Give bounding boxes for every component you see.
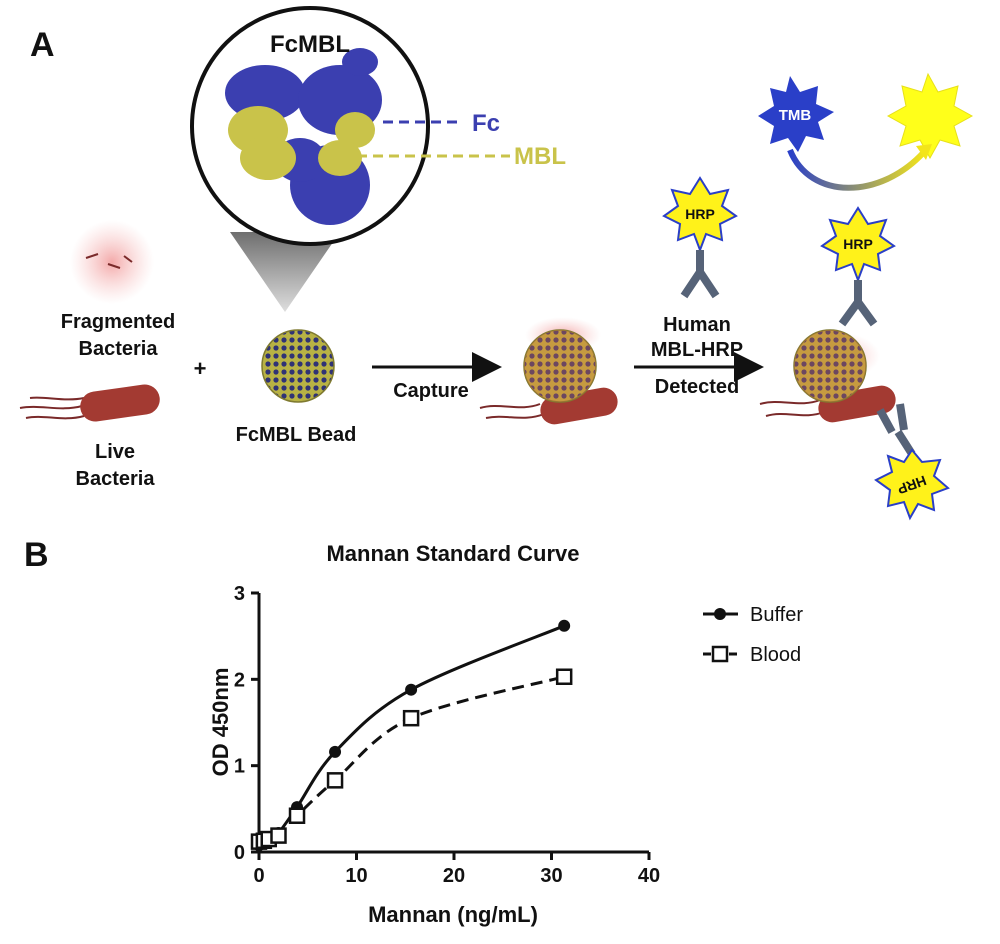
live-bacteria-graphic: [19, 384, 160, 422]
free-hrp-antibody: HRP: [662, 176, 738, 299]
tmb-arrow: [787, 148, 927, 191]
buffer-point: [329, 745, 342, 758]
buffer-point: [558, 619, 571, 632]
blood-point: [555, 668, 573, 685]
fragmented-bacteria-label-1: Fragmented: [61, 311, 175, 333]
x-ticks: 0 10 20 30 40: [253, 852, 660, 887]
legend-marker-blood: [711, 645, 729, 663]
x-tick-label: 0: [253, 865, 264, 887]
detect-label-1: Human: [663, 314, 731, 336]
legend-label-blood: Blood: [750, 644, 801, 666]
detect-label-2: MBL-HRP: [651, 339, 743, 361]
bead-label: FcMBL Bead: [236, 424, 357, 446]
y-tick-label: 0: [234, 842, 245, 864]
live-bacteria-label-2: Bacteria: [76, 468, 156, 490]
y-tick-label: 3: [234, 583, 245, 605]
fc-label: Fc: [472, 110, 500, 137]
y-tick-label: 1: [234, 756, 245, 778]
oxidized-tmb-star: [886, 72, 974, 160]
capture-label: Capture: [393, 380, 469, 402]
zoom-cone: [230, 232, 340, 312]
tmb-reaction: TMB: [758, 72, 974, 191]
x-tick-label: 20: [443, 865, 465, 887]
fragmented-bacteria-label-2: Bacteria: [79, 338, 159, 360]
y-axis-label: OD 450nm: [208, 668, 233, 777]
inset-title: FcMBL: [270, 31, 350, 58]
detected-label: Detected: [655, 376, 739, 398]
y-tick-label: 2: [234, 669, 245, 691]
chart-title: Mannan Standard Curve: [326, 541, 579, 566]
x-tick-label: 30: [540, 865, 562, 887]
panel-a-letter: A: [30, 26, 55, 64]
mbl-domain: [228, 106, 375, 180]
blood-point: [288, 807, 306, 824]
bound-hrp-text-1: HRP: [843, 236, 873, 252]
free-hrp-text: HRP: [685, 206, 715, 222]
fcmbl-bead: [261, 329, 335, 403]
tmb-star: [758, 76, 834, 152]
mbl-label: MBL: [514, 143, 566, 170]
detected-complex: HRP HRP: [759, 206, 950, 521]
tmb-text: TMB: [779, 107, 812, 124]
panel-b-letter: B: [24, 536, 49, 574]
chart: 0 10 20 30 40 0 1 2 3 Mannan (ng/mL) OD 450nm: [208, 583, 660, 927]
fragmented-bacteria-graphic: [70, 220, 154, 304]
captured-complex: [479, 317, 618, 425]
blood-point: [326, 772, 344, 789]
fcmbl-inset: FcMBL: [190, 6, 430, 246]
x-axis-label: Mannan (ng/mL): [368, 902, 538, 927]
plot-series: [250, 619, 573, 852]
x-tick-label: 40: [638, 865, 660, 887]
buffer-point: [405, 683, 418, 696]
legend-marker-buffer: [714, 608, 726, 620]
y-ticks: 0 1 2 3: [234, 583, 259, 864]
legend-label-buffer: Buffer: [750, 604, 803, 626]
plus-sign: +: [194, 356, 207, 381]
live-bacteria-label-1: Live: [95, 441, 135, 463]
blood-point: [402, 709, 420, 727]
blood-point: [270, 827, 287, 844]
x-tick-label: 10: [345, 865, 367, 887]
